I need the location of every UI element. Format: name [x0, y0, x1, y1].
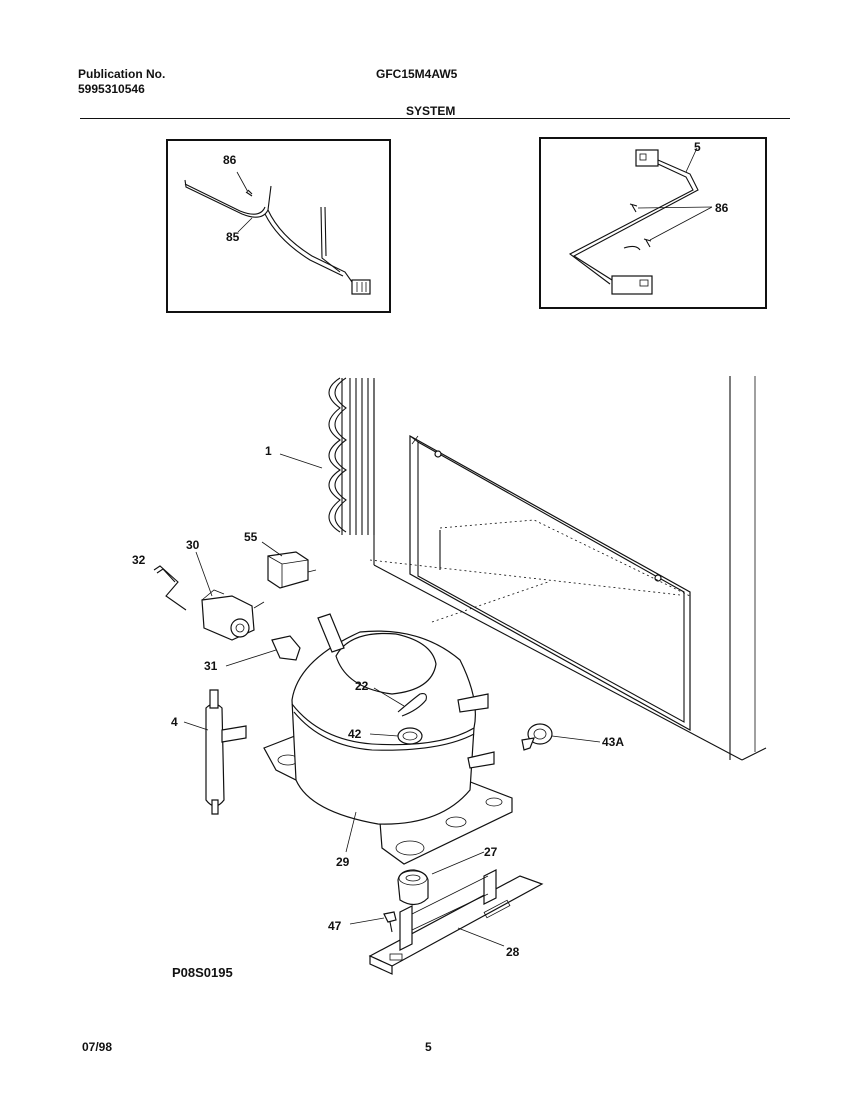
model-number: GFC15M4AW5: [376, 67, 458, 81]
figure-code: P08S0195: [172, 965, 233, 980]
callout-30: 30: [186, 538, 200, 552]
relay-55: [261, 541, 317, 589]
grommet-27: [397, 851, 485, 906]
callout-4: 4: [171, 715, 178, 729]
publication-label: Publication No.: [78, 67, 166, 81]
inset-box-left: [166, 139, 391, 313]
callout-31: 31: [204, 659, 218, 673]
callout-27: 27: [484, 845, 498, 859]
bracket-28: [368, 869, 544, 975]
callout-22: 22: [355, 679, 369, 693]
inset-box-right: [539, 137, 767, 309]
callout-43a: 43A: [602, 735, 624, 749]
header-divider: [80, 118, 790, 119]
callout-86-right: 86: [715, 201, 729, 215]
callout-1: 1: [265, 444, 272, 458]
screw-47: [349, 911, 397, 933]
callout-29: 29: [336, 855, 350, 869]
cabinet-outline: [369, 376, 767, 761]
callout-32: 32: [132, 553, 146, 567]
drier-4: [183, 689, 247, 815]
compressor-29: [263, 613, 513, 865]
page-number: 5: [425, 1040, 432, 1054]
section-title: SYSTEM: [406, 104, 456, 118]
callout-47: 47: [328, 919, 342, 933]
footer-date: 07/98: [82, 1040, 113, 1054]
callout-55: 55: [244, 530, 258, 544]
grommet-43a: [521, 723, 601, 751]
clip-31: [225, 635, 301, 667]
overload-30: [195, 551, 265, 641]
wire-32: [153, 565, 187, 611]
publication-number: 5995310546: [78, 82, 145, 96]
callout-28: 28: [506, 945, 520, 959]
condenser-coil: [279, 377, 375, 535]
callout-86-left: 86: [223, 153, 237, 167]
callout-42: 42: [348, 727, 362, 741]
callout-5: 5: [694, 140, 701, 154]
callout-85: 85: [226, 230, 240, 244]
